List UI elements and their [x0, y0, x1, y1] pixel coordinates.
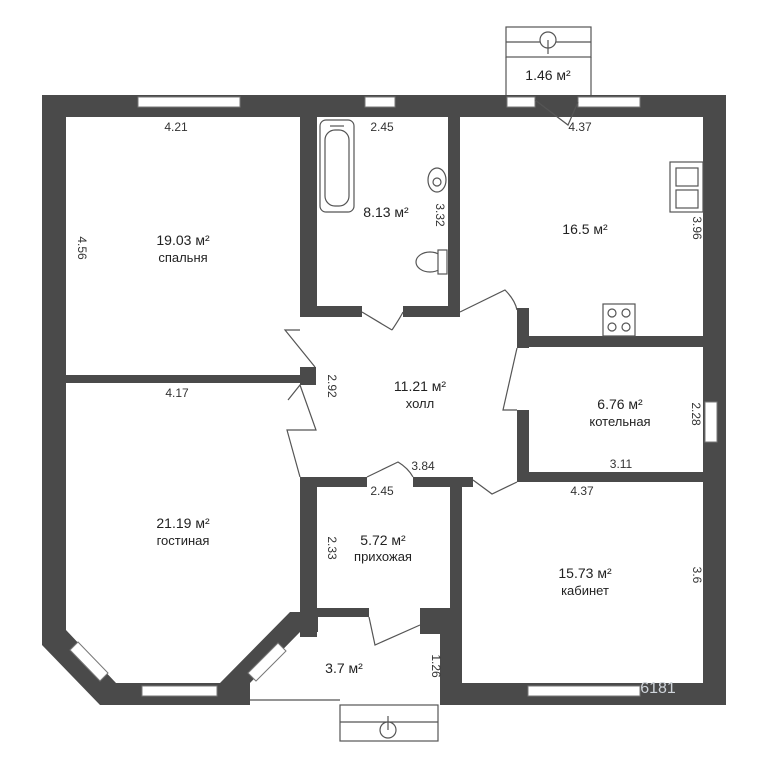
windows: [69, 96, 718, 697]
entry-area: 5.72 м²: [360, 532, 406, 548]
sink-icon: [427, 167, 447, 193]
porch-top: [505, 26, 592, 95]
watermark: 6181: [640, 680, 676, 697]
toilet-icon: [415, 249, 448, 275]
living-name: гостиная: [157, 533, 210, 548]
stove-icon: [602, 303, 636, 337]
dim-bath-height: 3.32: [433, 203, 447, 227]
dim-hall-width: 3.84: [411, 459, 435, 473]
hall-name: холл: [406, 396, 434, 411]
bedroom-area: 19.03 м²: [156, 232, 210, 248]
dim-bedroom-width: 4.21: [164, 120, 188, 134]
porch-bottom: [250, 699, 439, 742]
dim-entry-height: 2.33: [325, 536, 339, 560]
dim-porch-height: 1.26: [429, 654, 443, 678]
living-area: 21.19 м²: [156, 515, 210, 531]
boiler-vents: [637, 348, 691, 357]
dim-bath-width: 2.45: [370, 120, 394, 134]
dim-hall-height: 2.92: [325, 374, 339, 398]
dim-office-height: 3.6: [690, 567, 704, 584]
kitchen-sink-icon: [669, 161, 704, 213]
entry-name: прихожая: [354, 549, 412, 564]
bathtub-icon: [319, 119, 355, 213]
dim-boiler-height: 2.28: [689, 402, 703, 426]
boiler-name: котельная: [589, 414, 650, 429]
porch-top-area: 1.46 м²: [525, 67, 571, 83]
dim-kitchen-height: 3.96: [690, 216, 704, 240]
office-name: кабинет: [561, 583, 609, 598]
boiler-area: 6.76 м²: [597, 396, 643, 412]
doors: [283, 99, 579, 646]
bathroom-area: 8.13 м²: [363, 204, 409, 220]
dim-kitchen-width: 4.37: [568, 120, 592, 134]
dim-entry-width: 2.45: [370, 484, 394, 498]
office-area: 15.73 м²: [558, 565, 612, 581]
porch-bottom-area: 3.7 м²: [325, 660, 363, 676]
hall-area: 11.21 м²: [394, 378, 447, 394]
kitchen-area: 16.5 м²: [562, 221, 608, 237]
dim-living-width: 4.17: [165, 386, 189, 400]
dim-office-width: 4.37: [570, 484, 594, 498]
dim-bedroom-height: 4.56: [75, 236, 89, 260]
dim-boiler-width: 3.11: [610, 457, 633, 471]
bedroom-name: спальня: [158, 250, 207, 265]
interior-walls: [66, 117, 703, 637]
